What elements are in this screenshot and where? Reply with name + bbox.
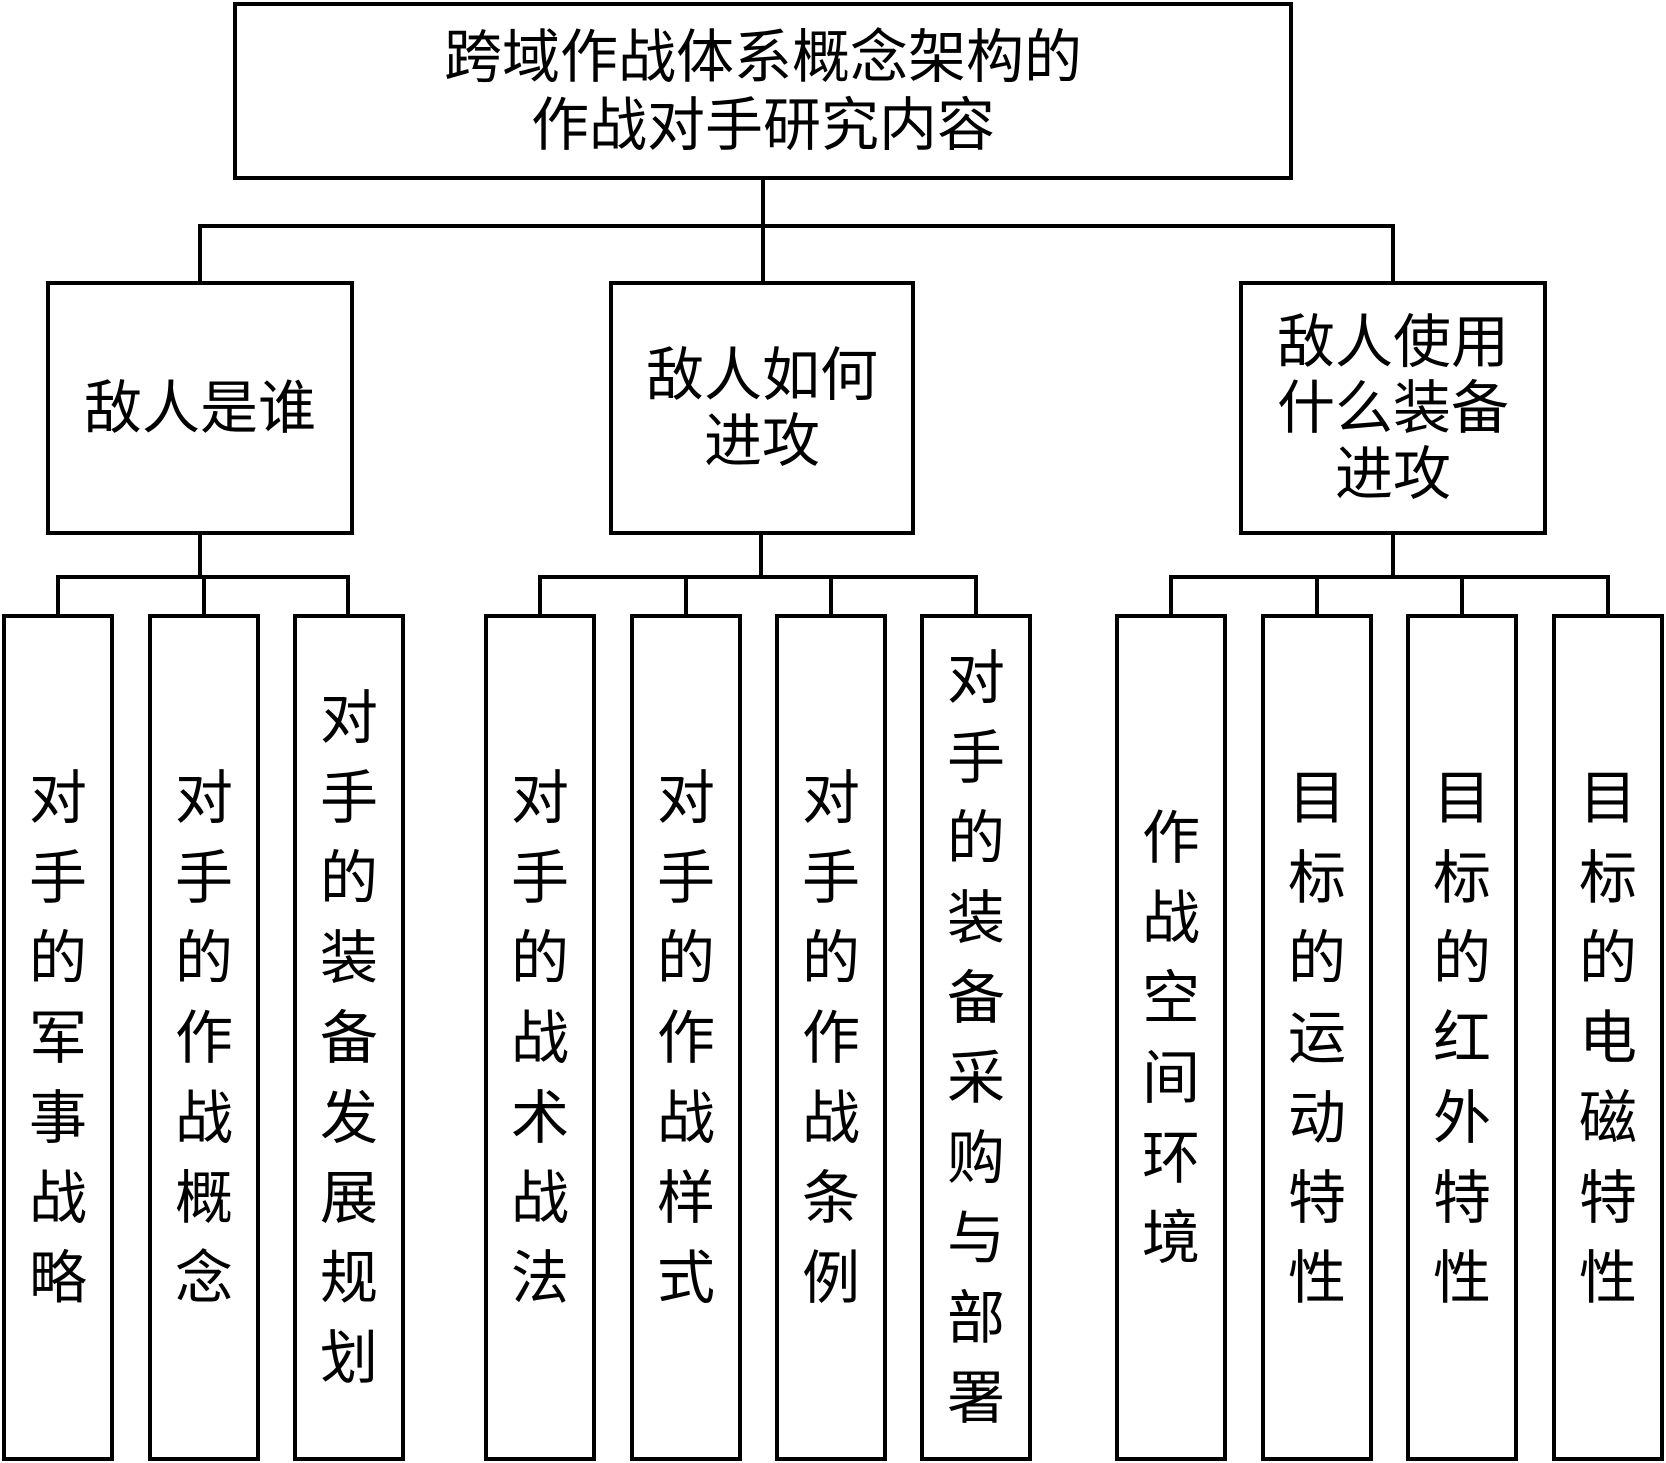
leaf-military-strategy-text: 对手的军事战略 <box>28 763 87 1312</box>
leaf-electromagnetic-characteristics: 目标的电磁特性 <box>1552 614 1664 1461</box>
leaf-battlespace-environment: 作战空间环境 <box>1115 614 1227 1461</box>
root-line-2: 作战对手研究内容 <box>530 91 995 159</box>
leaf-battlespace-environment-text: 作战空间环境 <box>1141 803 1200 1272</box>
group-node-equipment: 敌人使用 什么装备 进攻 <box>1239 281 1547 535</box>
leaf-operational-concept: 对手的作战概念 <box>148 614 260 1461</box>
leaf-operational-concept-text: 对手的作战概念 <box>174 763 233 1312</box>
group-node-who: 敌人是谁 <box>46 281 354 535</box>
group-how-line-1: 敌人如何 <box>645 341 878 409</box>
leaf-operational-style: 对手的作战样式 <box>630 614 742 1461</box>
leaf-operational-regulations-text: 对手的作战条例 <box>801 763 860 1312</box>
group-node-how: 敌人如何 进攻 <box>609 281 915 535</box>
root-line-1: 跨域作战体系概念架构的 <box>443 23 1082 91</box>
leaf-procurement-deployment-text: 对手的装备采购与部署 <box>946 643 1005 1432</box>
leaf-operational-style-text: 对手的作战样式 <box>656 763 715 1312</box>
group-equipment-line-2: 什么装备 <box>1276 374 1509 442</box>
leaf-infrared-characteristics: 目标的红外特性 <box>1406 614 1518 1461</box>
leaf-tactics: 对手的战术战法 <box>484 614 596 1461</box>
group-equipment-line-3: 进攻 <box>1334 440 1451 508</box>
leaf-operational-regulations: 对手的作战条例 <box>775 614 887 1461</box>
group-how-line-2: 进攻 <box>703 407 820 475</box>
group-who-line-1: 敌人是谁 <box>83 374 316 442</box>
leaf-electromagnetic-characteristics-text: 目标的电磁特性 <box>1578 763 1637 1312</box>
group-equipment-line-1: 敌人使用 <box>1276 308 1509 376</box>
leaf-military-strategy: 对手的军事战略 <box>2 614 114 1461</box>
leaf-tactics-text: 对手的战术战法 <box>510 763 569 1312</box>
root-node: 跨域作战体系概念架构的 作战对手研究内容 <box>233 2 1293 180</box>
leaf-motion-characteristics: 目标的运动特性 <box>1261 614 1373 1461</box>
leaf-procurement-deployment: 对手的装备采购与部署 <box>920 614 1032 1461</box>
leaf-infrared-characteristics-text: 目标的红外特性 <box>1432 763 1491 1312</box>
leaf-equipment-planning: 对手的装备发展规划 <box>293 614 405 1461</box>
leaf-motion-characteristics-text: 目标的运动特性 <box>1287 763 1346 1312</box>
leaf-equipment-planning-text: 对手的装备发展规划 <box>319 683 378 1392</box>
